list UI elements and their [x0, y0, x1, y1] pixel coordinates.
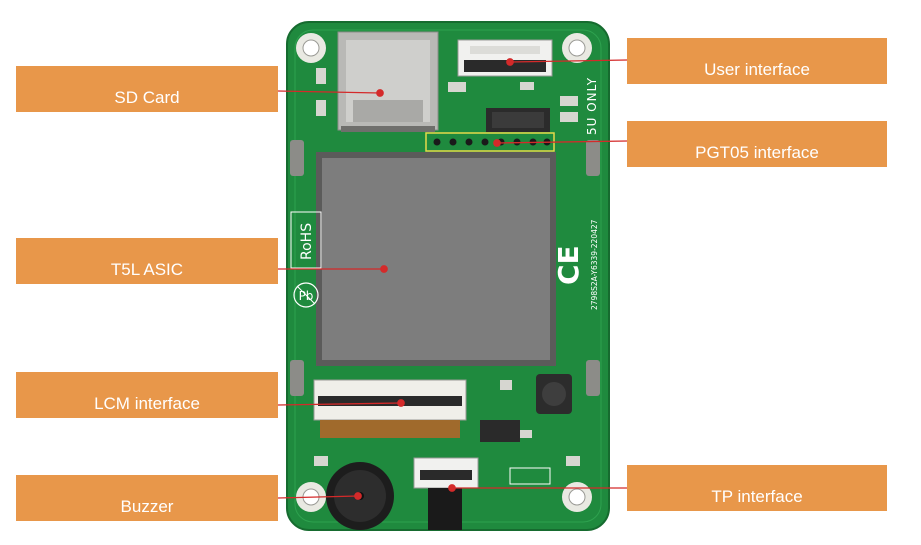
- rohs-mark: RoHS: [290, 211, 322, 269]
- sd-card-slot: [337, 31, 439, 132]
- callout-sd-card: SD Card: [16, 66, 278, 112]
- callout-tp-interface: TP interface: [627, 465, 887, 511]
- callout-lcm-interface: LCM interface: [16, 372, 278, 418]
- tp-connector: [413, 457, 479, 530]
- ce-mark-icon: CE: [552, 245, 585, 285]
- user-interface-connector: [457, 39, 553, 77]
- mounting-hole: [562, 482, 592, 512]
- callout-t5l-asic: T5L ASIC: [16, 238, 278, 284]
- callout-user-interface: User interface: [627, 38, 887, 84]
- pointer-lines: [277, 58, 628, 500]
- mounting-hole: [562, 33, 592, 63]
- mounting-hole: [296, 33, 326, 63]
- t5l-asic-display: [316, 152, 556, 366]
- callout-buzzer: Buzzer: [16, 475, 278, 521]
- svg-text:RoHS: RoHS: [299, 223, 315, 260]
- svg-text:Pb: Pb: [299, 289, 314, 303]
- voltage-marking: 5U ONLY: [585, 77, 599, 135]
- pb-free-icon: Pb: [293, 282, 319, 308]
- callout-pgt05-interface: PGT05 interface: [627, 121, 887, 167]
- serial-number: 2798S2A-Y6339-220427: [590, 219, 599, 310]
- lcm-connector: [313, 379, 467, 438]
